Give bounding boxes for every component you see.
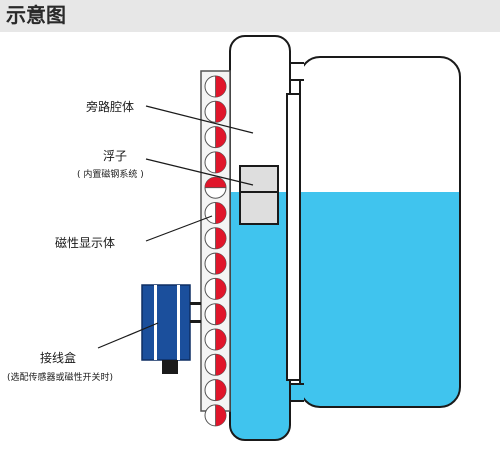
leader-float <box>145 158 254 186</box>
float-body <box>239 165 279 225</box>
junction-box <box>141 284 201 374</box>
indicator-flaps <box>204 75 227 427</box>
main-tank <box>299 56 461 408</box>
indicator-flap <box>204 75 227 98</box>
indicator-flap <box>204 227 227 250</box>
indicator-flap <box>204 303 227 326</box>
flap-red-half <box>215 151 226 173</box>
leader-junction-box <box>97 322 159 349</box>
indicator-flap <box>204 100 227 123</box>
indicator-flap <box>204 404 227 427</box>
flap-red-half <box>215 404 226 426</box>
label-junction-box: 接线盒 <box>40 350 76 365</box>
chamber-liquid <box>230 192 290 440</box>
label-float-note: ( 内置磁钢系统 ) <box>77 168 144 180</box>
flap-red-half <box>215 227 226 249</box>
flap-red-half <box>215 354 226 376</box>
tank-liquid <box>300 192 460 407</box>
flap-red-half <box>215 126 226 148</box>
flap-red-half <box>215 76 226 97</box>
cable-gland <box>162 360 178 374</box>
magnetic-indicator <box>200 70 231 427</box>
leader-bypass-chamber <box>145 105 254 134</box>
flap-red-half <box>215 329 226 350</box>
flap-red-half <box>215 253 226 275</box>
flap-red-half <box>215 278 226 300</box>
leader-lines <box>97 105 254 349</box>
flap-red-half <box>205 177 226 188</box>
junction-box-bracket-bottom <box>190 320 201 323</box>
page-title: 示意图 <box>6 3 66 27</box>
header-bar <box>0 0 500 32</box>
float <box>239 165 279 225</box>
indicator-flap <box>204 202 227 224</box>
indicator-flap <box>204 176 227 199</box>
leader-magnetic-display <box>145 215 213 242</box>
junction-box-stripe-left <box>154 285 157 360</box>
flap-red-half <box>215 303 226 325</box>
junction-box-bracket-top <box>190 302 201 305</box>
label-bypass-chamber: 旁路腔体 <box>86 99 134 114</box>
guide-tube <box>286 93 301 381</box>
label-magnetic-display: 磁性显示体 <box>55 235 115 250</box>
label-junction-box-note: (选配传感器或磁性开关时) <box>7 371 113 383</box>
indicator-flap <box>204 353 227 376</box>
indicator-flap <box>204 126 227 149</box>
junction-box-body <box>141 284 191 361</box>
indicator-flap <box>204 277 227 300</box>
junction-box-stripe-right <box>177 285 180 360</box>
flap-red-half <box>215 202 226 224</box>
indicator-flap <box>204 151 227 174</box>
flap-red-half <box>215 101 226 123</box>
bypass-chamber <box>229 35 291 441</box>
flap-red-half <box>215 379 226 401</box>
indicator-flap <box>204 252 227 275</box>
indicator-flap <box>204 328 227 351</box>
indicator-flap <box>204 379 227 402</box>
label-float: 浮子 <box>103 149 127 163</box>
